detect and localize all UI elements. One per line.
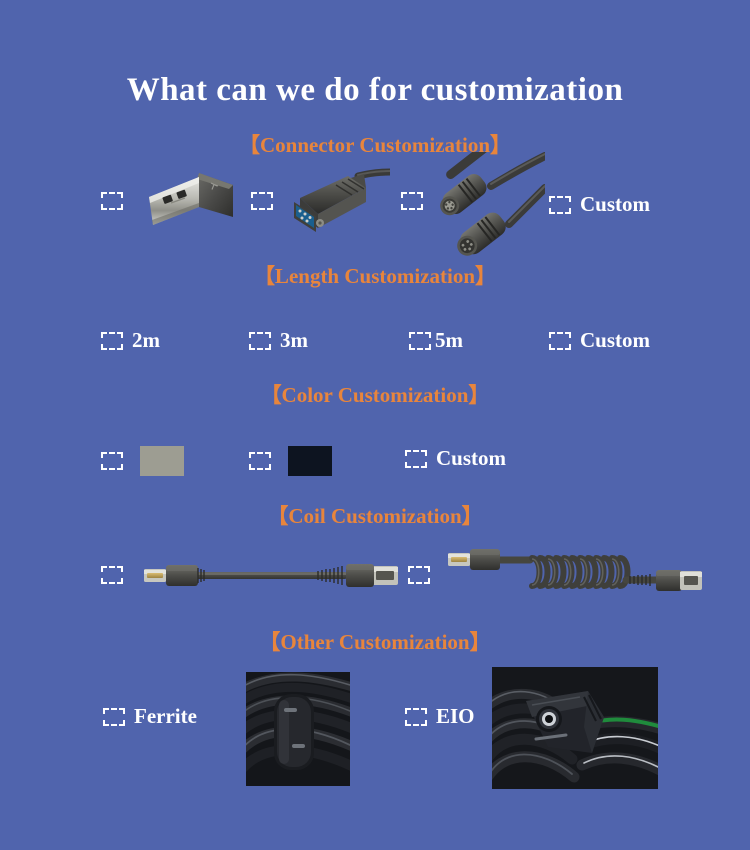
- checkbox-color-custom[interactable]: [405, 449, 427, 468]
- option-length-custom[interactable]: Custom: [549, 328, 650, 353]
- label-length-3m: 3m: [280, 328, 308, 352]
- color-swatch-grey: [140, 446, 184, 476]
- db9-serial-connector-photo: [286, 158, 390, 240]
- option-other-eio[interactable]: EIO: [405, 704, 475, 729]
- color-swatch-black: [288, 446, 332, 476]
- option-connector-mini-din[interactable]: [401, 192, 423, 210]
- section-heading-other: 【Other Customization】: [259, 630, 491, 654]
- option-color-custom[interactable]: Custom: [405, 446, 506, 471]
- checkbox-connector-custom[interactable]: [549, 195, 571, 214]
- option-connector-usb-a[interactable]: [101, 192, 123, 210]
- checkbox-other-eio[interactable]: [405, 707, 427, 726]
- option-length-3m[interactable]: 3m: [249, 328, 308, 353]
- coiled-usb-cable-photo: [444, 540, 704, 602]
- straight-usb-cable-photo: [140, 556, 400, 594]
- label-length-custom: Custom: [580, 328, 651, 352]
- label-connector-custom: Custom: [580, 192, 651, 216]
- option-color-black[interactable]: [249, 446, 332, 476]
- option-length-2m[interactable]: 2m: [101, 328, 160, 353]
- label-color-custom: Custom: [436, 446, 507, 470]
- checkbox-connector-db9[interactable]: [251, 192, 273, 210]
- usb-a-connector-photo: [141, 163, 241, 235]
- label-other-eio: EIO: [436, 704, 475, 728]
- eio-connector-cable-photo: [492, 667, 658, 789]
- option-connector-db9[interactable]: [251, 192, 273, 210]
- checkbox-length-3m[interactable]: [249, 331, 271, 350]
- mini-din-connector-photo: [437, 152, 545, 262]
- option-connector-custom[interactable]: Custom: [549, 192, 650, 217]
- option-other-ferrite[interactable]: Ferrite: [103, 704, 197, 729]
- label-other-ferrite: Ferrite: [134, 704, 197, 728]
- checkbox-length-custom[interactable]: [549, 331, 571, 350]
- checkbox-connector-mini-din[interactable]: [401, 192, 423, 210]
- checkbox-coil-straight[interactable]: [101, 566, 123, 584]
- section-heading-coil: 【Coil Customization】: [267, 504, 483, 528]
- page-title: What can we do for customization: [126, 72, 624, 108]
- ferrite-core-cable-photo: [246, 672, 350, 786]
- section-heading-color: 【Color Customization】: [260, 383, 490, 407]
- checkbox-length-5m[interactable]: [409, 331, 431, 350]
- label-length-2m: 2m: [132, 328, 160, 352]
- checkbox-color-grey[interactable]: [101, 452, 123, 470]
- option-coil-coiled[interactable]: [408, 566, 430, 584]
- label-length-5m: 5m: [435, 328, 463, 352]
- checkbox-connector-usb-a[interactable]: [101, 192, 123, 210]
- section-heading-connector: 【Connector Customization】: [238, 133, 511, 157]
- checkbox-other-ferrite[interactable]: [103, 707, 125, 726]
- option-length-5m[interactable]: 5m: [409, 328, 463, 353]
- checkbox-color-black[interactable]: [249, 452, 271, 470]
- checkbox-coil-coiled[interactable]: [408, 566, 430, 584]
- section-heading-length: 【Length Customization】: [253, 264, 497, 288]
- option-coil-straight[interactable]: [101, 566, 123, 584]
- option-color-grey[interactable]: [101, 446, 184, 476]
- checkbox-length-2m[interactable]: [101, 331, 123, 350]
